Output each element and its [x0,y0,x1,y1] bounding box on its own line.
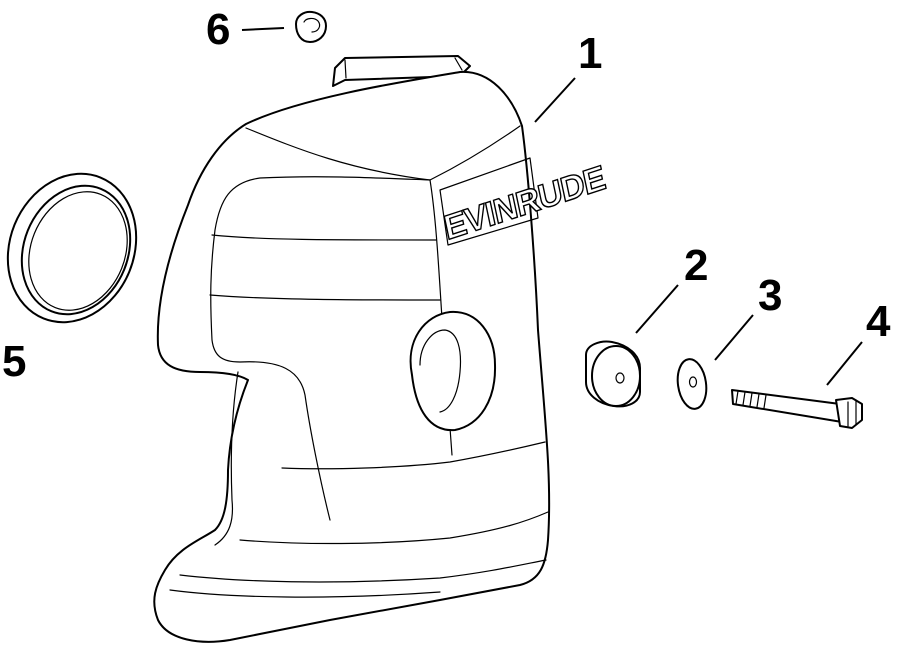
part-4-bolt [731,389,863,429]
callout-2: 2 [684,241,708,290]
part-5-ring-seal [6,172,138,324]
part-1-cover: EVINRUDE [153,55,609,643]
part-6-grommet [295,10,327,43]
callout-4: 4 [866,297,891,346]
callout-3: 3 [758,271,782,320]
part-2-spacer [585,340,641,408]
callout-5: 5 [2,337,26,386]
callout-6: 6 [206,5,230,54]
leader-lines [241,27,863,386]
callout-1: 1 [578,29,602,78]
part-3-washer [676,358,708,410]
